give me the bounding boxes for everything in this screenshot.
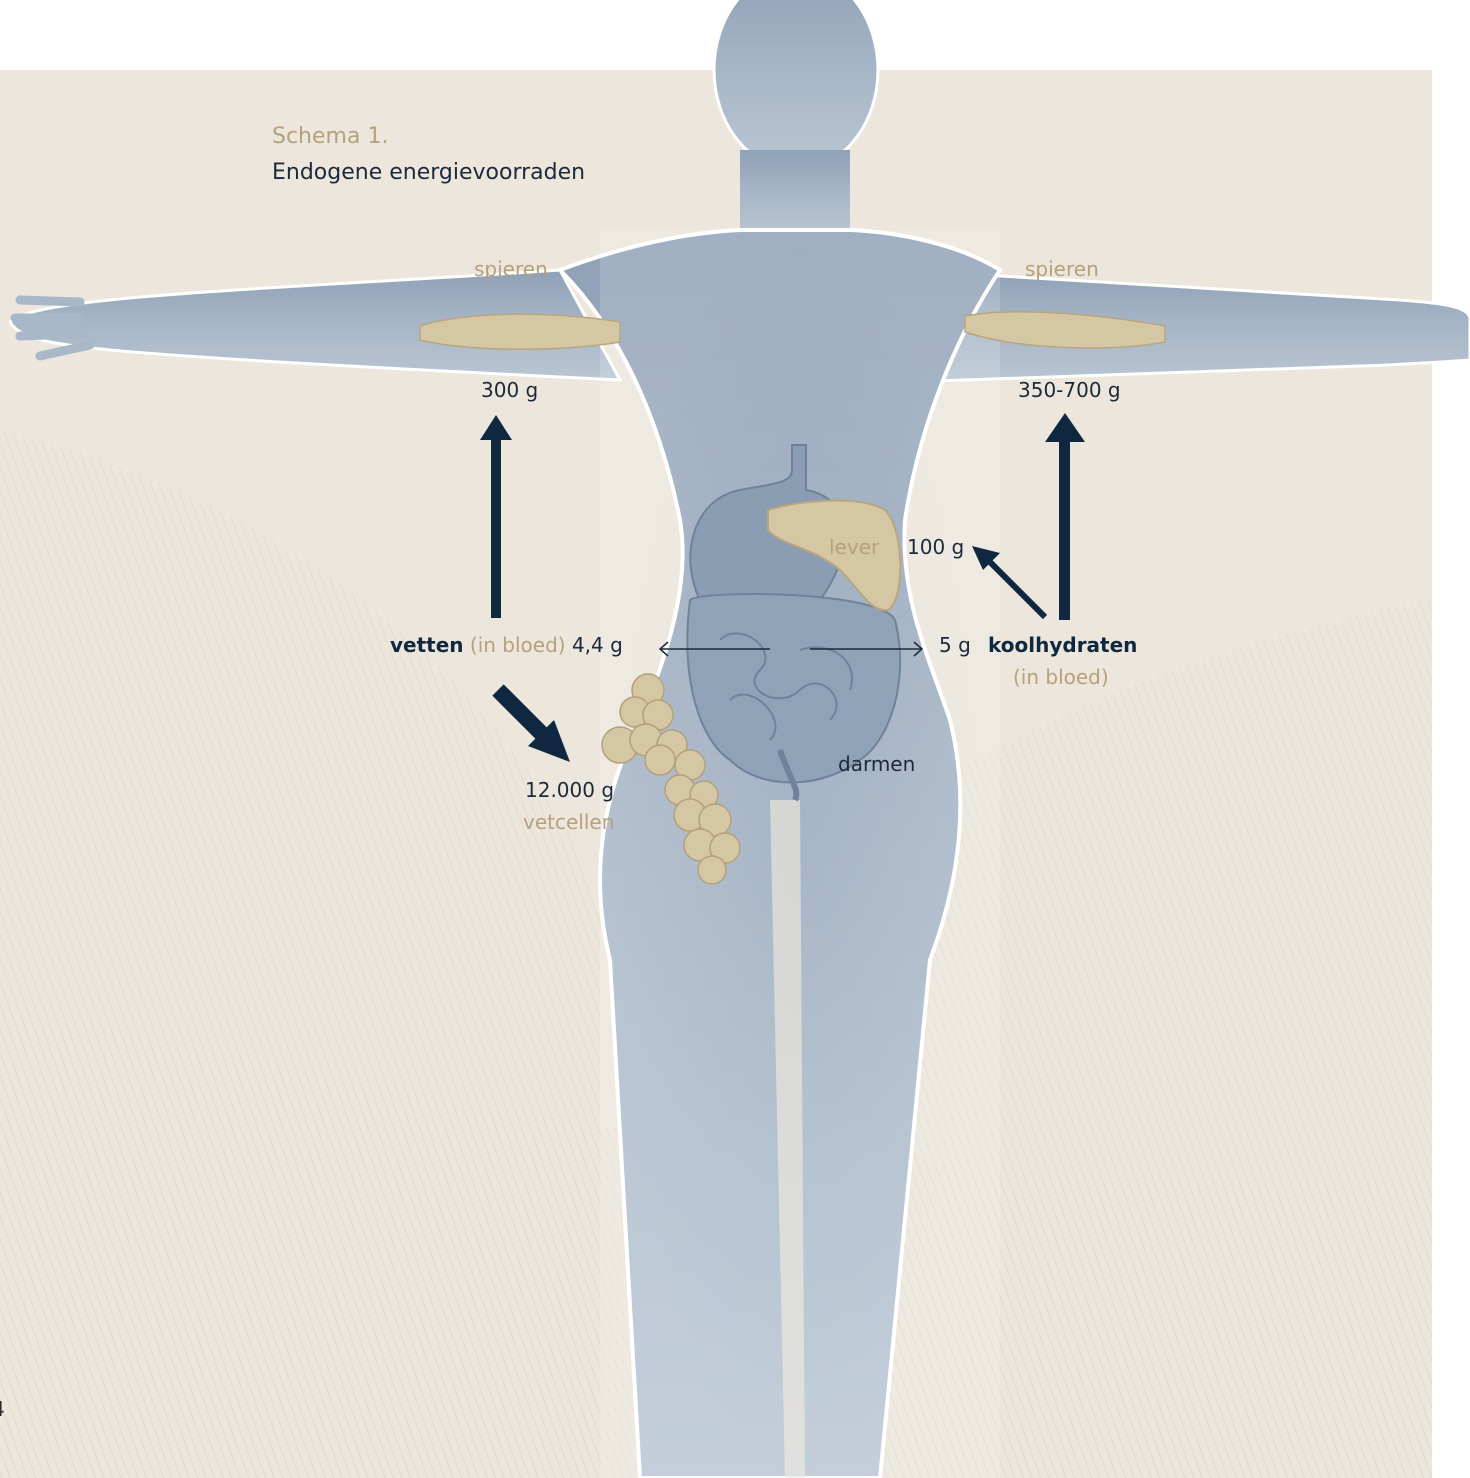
- spieren-right-label: spieren: [1025, 257, 1099, 281]
- vetten-value: 4,4 g: [572, 633, 623, 657]
- vetten-row: vetten (in bloed) 4,4 g: [390, 633, 623, 657]
- lever-label: lever: [829, 535, 879, 559]
- arrow-vetten-to-muscle: [480, 415, 512, 618]
- darmen-label: darmen: [838, 752, 915, 776]
- page-number: 4: [0, 1397, 5, 1421]
- koolhydraten-sub-label: (in bloed): [1013, 665, 1109, 689]
- vetten-sub-label: (in bloed): [470, 633, 566, 657]
- vetcellen-label: vetcellen: [523, 810, 614, 834]
- arrow-kh-to-muscle: [1045, 413, 1085, 620]
- muscle-right-value: 350-700 g: [1018, 378, 1121, 402]
- vetcellen-value: 12.000 g: [525, 778, 614, 802]
- muscle-left-value: 300 g: [481, 378, 538, 402]
- lever-value: 100 g: [907, 535, 964, 559]
- kh-value: 5 g: [939, 633, 971, 657]
- muscle-left: [420, 314, 620, 349]
- koolhydraten-label: koolhydraten: [988, 633, 1137, 657]
- vetten-label: vetten: [390, 633, 464, 657]
- schema-label: Schema 1.: [272, 124, 388, 149]
- schema-title: Endogene energievoorraden: [272, 160, 585, 185]
- spieren-left-label: spieren: [474, 257, 548, 281]
